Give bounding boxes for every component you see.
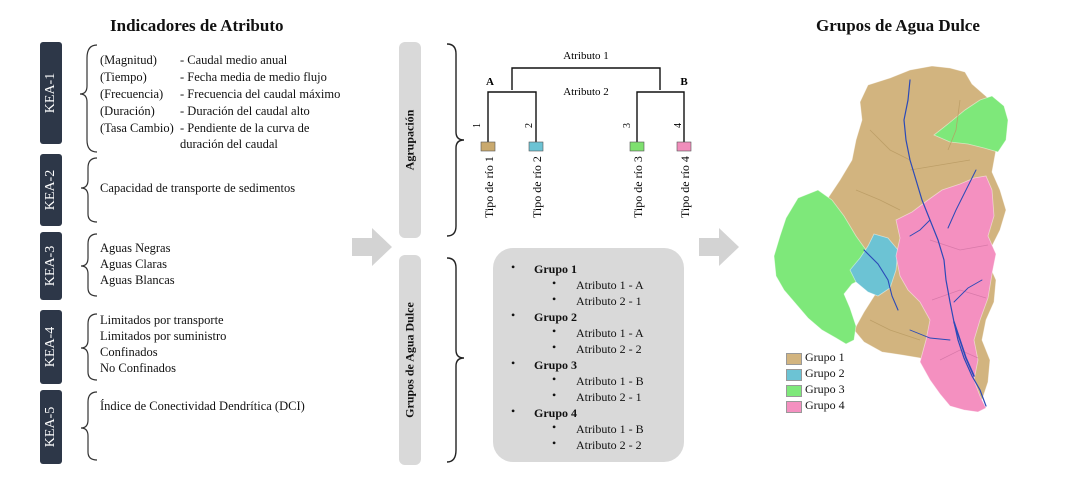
leaf-2-num: 2 <box>524 123 535 128</box>
leaf-2-label: Tipo de río 2 <box>530 156 544 218</box>
arrow-right-icon <box>352 228 392 266</box>
group-name: Grupo 4 <box>534 406 578 420</box>
leaf-1-label: Tipo de río 1 <box>482 156 496 218</box>
bullet-icon: • <box>552 324 557 338</box>
attr2-label: Atributo 2 <box>563 86 609 98</box>
bullet-icon: • <box>552 276 557 290</box>
kea1-term: (Duración) <box>100 104 155 118</box>
legend-swatch-grupo1 <box>786 353 802 365</box>
kea4-line: No Confinados <box>100 361 177 375</box>
map-title: Grupos de Agua Dulce <box>816 16 980 35</box>
region-grupo2 <box>849 233 899 297</box>
group-attr: Atributo 2 - 2 <box>576 342 642 356</box>
kea1-desc: - Pendiente de la curva de <box>180 121 310 135</box>
kea1-term: (Tasa Cambio) <box>100 121 174 135</box>
kea3-line: Aguas Blancas <box>100 273 175 287</box>
leaf-4-swatch <box>676 141 692 152</box>
leaf-1-num: 1 <box>472 123 483 128</box>
kea4-line: Confinados <box>100 345 158 359</box>
kea1-desc: - Caudal medio anual <box>180 53 288 67</box>
group-attr: Atributo 2 - 1 <box>576 294 642 308</box>
legend-swatch-grupo2 <box>786 369 802 381</box>
bullet-icon: • <box>552 292 557 306</box>
leaf-4-num: 4 <box>673 123 684 128</box>
legend-label: Grupo 2 <box>805 366 845 380</box>
kea1-term: (Frecuencia) <box>100 87 164 101</box>
legend-label: Grupo 1 <box>805 350 845 364</box>
kea3-line: Aguas Negras <box>100 241 171 255</box>
arrow-right-icon <box>699 228 739 266</box>
dendrogram: Atributo 1 Atributo 2 A B 1 2 3 4 Tipo d… <box>472 50 692 218</box>
leaf-4-label: Tipo de río 4 <box>678 156 692 218</box>
bullet-icon: • <box>511 404 516 418</box>
group-attr: Atributo 2 - 1 <box>576 390 642 404</box>
bullet-icon: • <box>552 420 557 434</box>
group-name: Grupo 1 <box>534 262 578 276</box>
kea1-desc: - Frecuencia del caudal máximo <box>180 87 341 101</box>
attr1-label: Atributo 1 <box>563 50 609 62</box>
left-title: Indicadores de Atributo <box>110 16 284 35</box>
kea-5-badge: KEA-5 <box>40 390 62 464</box>
kea3-line: Aguas Claras <box>100 257 167 271</box>
kea4-line: Limitados por suministro <box>100 329 227 343</box>
kea1-term: (Magnitud) <box>100 53 157 67</box>
bullet-icon: • <box>511 308 516 322</box>
group-attr: Atributo 1 - A <box>576 326 644 340</box>
kea1-desc-cont: duración del caudal <box>180 137 278 151</box>
node-a-label: A <box>486 76 494 88</box>
groups-box <box>493 248 684 462</box>
leaf-1-swatch <box>480 141 496 152</box>
group-attr: Atributo 2 - 2 <box>576 438 642 452</box>
legend-label: Grupo 4 <box>805 398 845 412</box>
bullet-icon: • <box>511 356 516 370</box>
kea-2-badge: KEA-2 <box>40 154 62 226</box>
kea-4-badge: KEA-4 <box>40 310 62 384</box>
bullet-icon: • <box>552 340 557 354</box>
group-attr: Atributo 1 - B <box>576 374 644 388</box>
grupos-bar: Grupos de Agua Dulce <box>399 255 421 465</box>
river-network <box>863 79 987 407</box>
leaf-3-swatch <box>629 141 645 152</box>
leaf-2-swatch <box>528 141 544 152</box>
leaf-3-num: 3 <box>622 123 633 128</box>
group-attr: Atributo 1 - B <box>576 422 644 436</box>
legend-swatch-grupo4 <box>786 401 802 413</box>
legend-label: Grupo 3 <box>805 382 845 396</box>
leaf-3-label: Tipo de río 3 <box>631 156 645 218</box>
group-name: Grupo 3 <box>534 358 578 372</box>
kea1-desc: - Duración del caudal alto <box>180 104 310 118</box>
kea2-text: Capacidad de transporte de sedimentos <box>100 181 296 195</box>
kea-1-badge: KEA-1 <box>40 42 62 144</box>
region-grupo3-left <box>773 189 875 345</box>
group-attr: Atributo 1 - A <box>576 278 644 292</box>
kea-3-badge: KEA-3 <box>40 232 62 300</box>
kea5-text: Índice de Conectividad Dendrítica (DCI) <box>100 399 305 413</box>
legend-swatch-grupo3 <box>786 385 802 397</box>
kea1-desc: - Fecha media de medio flujo <box>180 70 327 84</box>
agrupacion-bar: Agrupación <box>399 42 421 238</box>
kea1-term: (Tiempo) <box>100 70 147 84</box>
watershed-map <box>773 65 1009 413</box>
bullet-icon: • <box>511 260 516 274</box>
kea4-line: Limitados por transporte <box>100 313 224 327</box>
node-b-label: B <box>680 76 688 88</box>
group-name: Grupo 2 <box>534 310 578 324</box>
bullet-icon: • <box>552 436 557 450</box>
bullet-icon: • <box>552 388 557 402</box>
bullet-icon: • <box>552 372 557 386</box>
